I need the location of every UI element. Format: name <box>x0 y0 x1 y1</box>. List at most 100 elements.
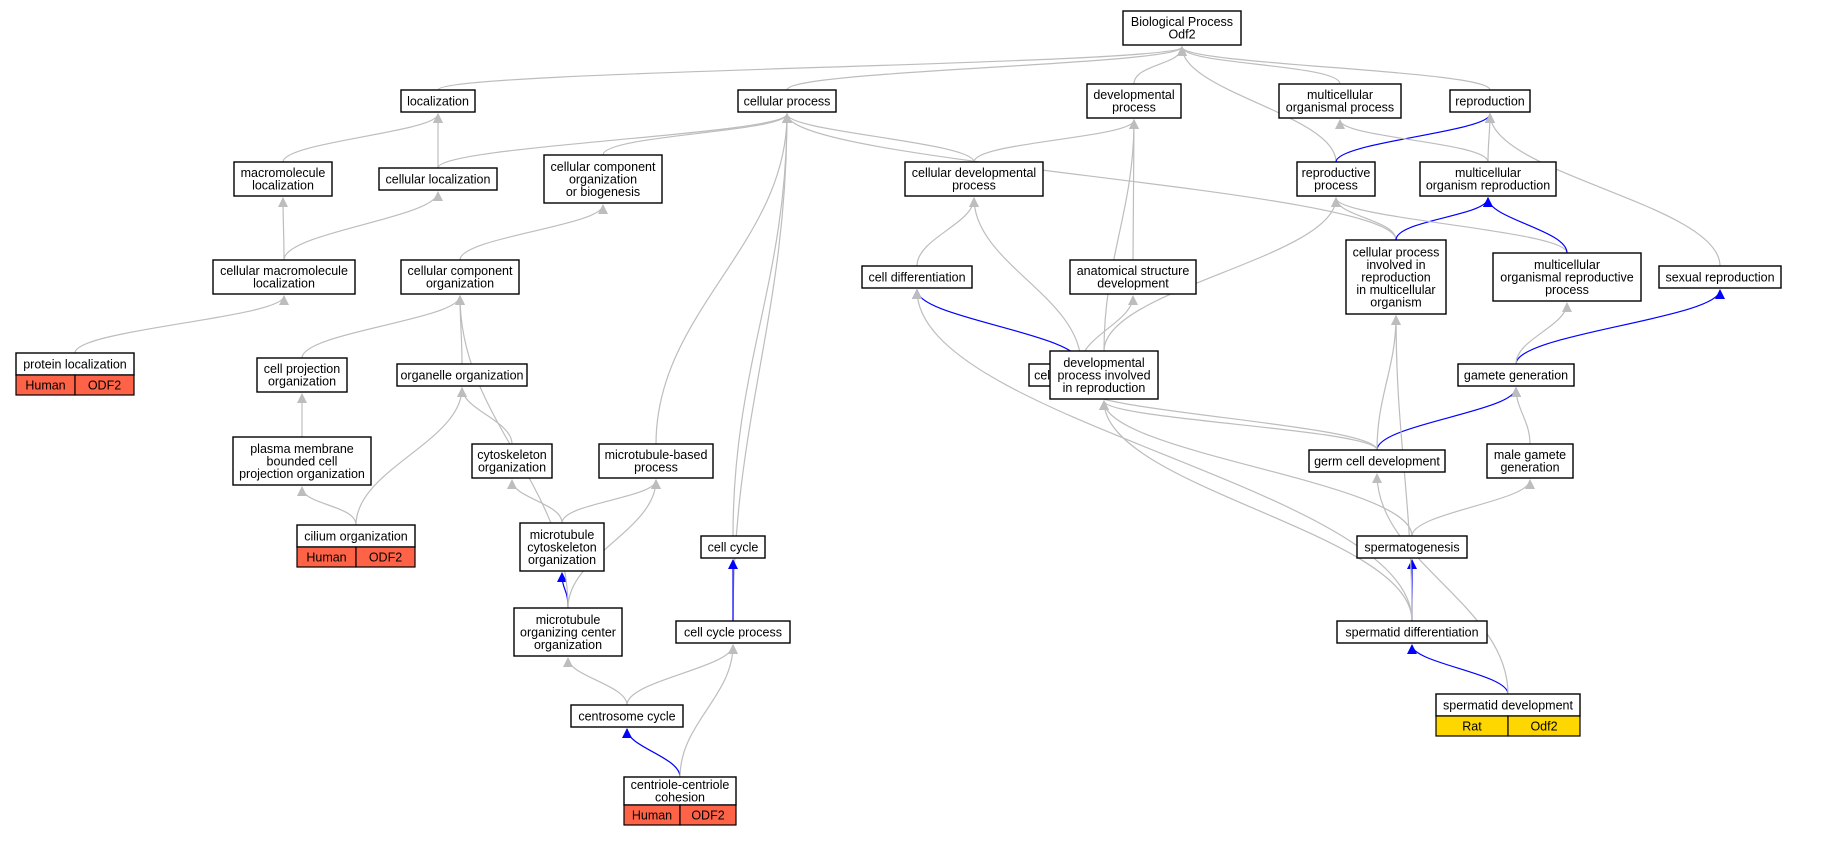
edge-line <box>1376 315 1401 451</box>
term-node-organelle-organization[interactable]: organelle organization <box>396 363 528 387</box>
term-label-line: process <box>1545 283 1589 297</box>
term-label-line: plasma membrane <box>250 442 354 456</box>
edge-line <box>1372 473 1509 695</box>
term-node-sexual-reproduction[interactable]: sexual reproduction <box>1658 265 1782 289</box>
term-box <box>233 161 333 197</box>
term-box <box>570 704 684 728</box>
term-label-line: bounded cell <box>267 454 338 468</box>
term-node-cell-cycle-process[interactable]: cell cycle process <box>675 620 791 644</box>
edge-cilium-organization-to-organelle-organization <box>355 387 467 526</box>
edge-cellular-macromolecule-localization-to-macromolecule-localization <box>278 197 289 261</box>
edge-line <box>782 113 975 163</box>
edge-cellular-macromolecule-localization-to-cellular-localization <box>283 191 443 261</box>
edge-line <box>282 113 443 163</box>
edge-cellular-localization-to-cellular-process <box>437 113 792 169</box>
term-label-line: in reproduction <box>1063 381 1146 395</box>
term-node-germ-cell-development[interactable]: germ cell development <box>1308 449 1446 473</box>
term-label-line: spermatid development <box>1443 698 1573 712</box>
term-label-line: sexual reproduction <box>1665 270 1774 284</box>
term-node-cell-cycle[interactable]: cell cycle <box>700 535 766 559</box>
edge-gamete-generation-to-morp <box>1515 302 1572 365</box>
edge-reproductive-process-to-reproduction <box>1335 113 1495 163</box>
edge-germ-cell-development-to-cpirmo <box>1376 315 1401 451</box>
edge-line <box>1335 119 1489 163</box>
species-label: Human <box>306 550 346 564</box>
gene-label: Odf2 <box>1530 719 1557 733</box>
edge-localization-to-bp <box>437 46 1187 91</box>
gene-cell <box>1507 715 1581 737</box>
term-label-line: cellular process <box>744 94 831 108</box>
edge-cytoskeleton-organization-to-organelle-organization <box>457 387 513 445</box>
edge-cpirmo-to-cellular-process <box>782 113 1397 241</box>
term-label-line: localization <box>407 94 469 108</box>
edge-dpir-to-developmental-process <box>1103 119 1139 352</box>
term-label-line: Biological Process <box>1131 15 1233 29</box>
edge-protein-localization-to-cellular-macromolecule-localization <box>74 295 289 354</box>
edge-line <box>732 113 792 537</box>
term-node-cellular-localization[interactable]: cellular localization <box>378 167 498 191</box>
term-box <box>1486 443 1574 479</box>
edge-line <box>561 479 661 524</box>
edge-line <box>563 657 628 706</box>
term-node-reproduction[interactable]: reproduction <box>1449 89 1531 113</box>
edge-line <box>1099 400 1413 537</box>
gene-label: ODF2 <box>691 808 724 822</box>
term-label-line: cell differentiation <box>868 270 965 284</box>
edge-line <box>1335 113 1495 163</box>
term-label-line: organization <box>478 461 546 475</box>
term-node-gamete-generation[interactable]: gamete generation <box>1457 363 1575 387</box>
edge-centrosome-cycle-to-mtoc-organization <box>563 657 628 706</box>
term-label-line: gamete generation <box>1464 368 1568 382</box>
edge-spermatid-development-to-germ-cell-development <box>1372 473 1509 695</box>
edge-line <box>301 295 465 359</box>
term-box <box>904 161 1044 197</box>
edge-centriole-centriole-cohesion-to-cell-cycle-process <box>679 644 738 778</box>
term-node-spermatid-differentiation[interactable]: spermatid differentiation <box>1336 620 1488 644</box>
term-node-cellular-process[interactable]: cellular process <box>737 89 837 113</box>
term-label-line: cellular component <box>551 160 656 174</box>
term-box <box>675 620 791 644</box>
term-node-centrosome-cycle[interactable]: centrosome cycle <box>570 704 684 728</box>
term-box <box>1336 620 1488 644</box>
term-box <box>1449 89 1531 113</box>
term-node-cell-differentiation[interactable]: cell differentiation <box>861 265 973 289</box>
term-box <box>1658 265 1782 289</box>
term-box <box>1049 350 1159 400</box>
term-box <box>1278 83 1402 119</box>
term-box <box>1296 161 1376 197</box>
edge-line <box>1485 113 1721 267</box>
term-node-localization[interactable]: localization <box>400 89 476 113</box>
term-label-line: development <box>1097 277 1169 291</box>
term-label-line: cell projection <box>264 362 340 376</box>
edge-dpir-to-reproductive-process <box>1103 197 1341 352</box>
term-node-spermatogenesis[interactable]: spermatogenesis <box>1356 535 1468 559</box>
term-box <box>1308 449 1446 473</box>
